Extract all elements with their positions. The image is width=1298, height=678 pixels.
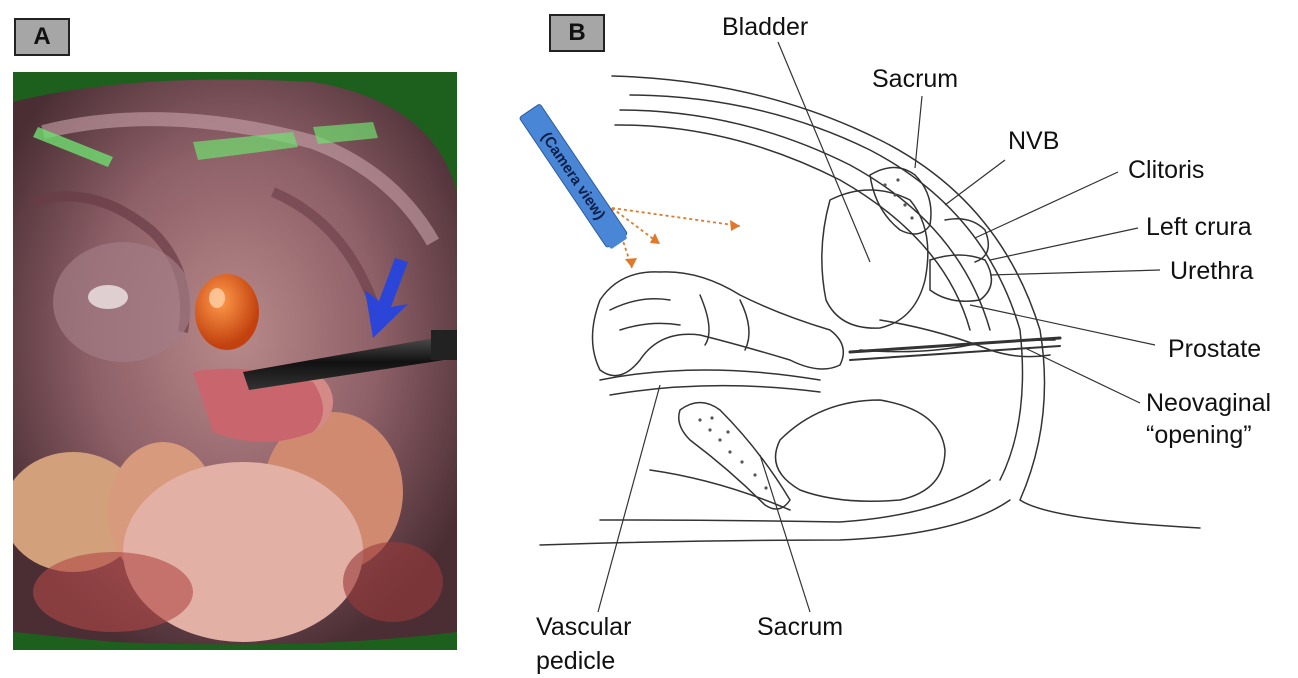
label-vascular: Vascular <box>536 612 631 642</box>
label-prostate: Prostate <box>1168 334 1261 364</box>
label-left-crura: Left crura <box>1146 212 1252 242</box>
label-clitoris: Clitoris <box>1128 155 1204 185</box>
label-neovaginal: Neovaginal <box>1146 388 1271 418</box>
label-sacrum-bottom: Sacrum <box>757 612 843 642</box>
label-sacrum-top: Sacrum <box>872 64 958 94</box>
label-opening: “opening” <box>1146 420 1252 450</box>
label-pedicle: pedicle <box>536 646 615 676</box>
label-bladder: Bladder <box>722 12 808 42</box>
label-nvb: NVB <box>1008 126 1059 156</box>
endoscopic-photo <box>13 72 457 650</box>
label-urethra: Urethra <box>1170 256 1253 286</box>
panel-a-label: A <box>14 18 70 56</box>
